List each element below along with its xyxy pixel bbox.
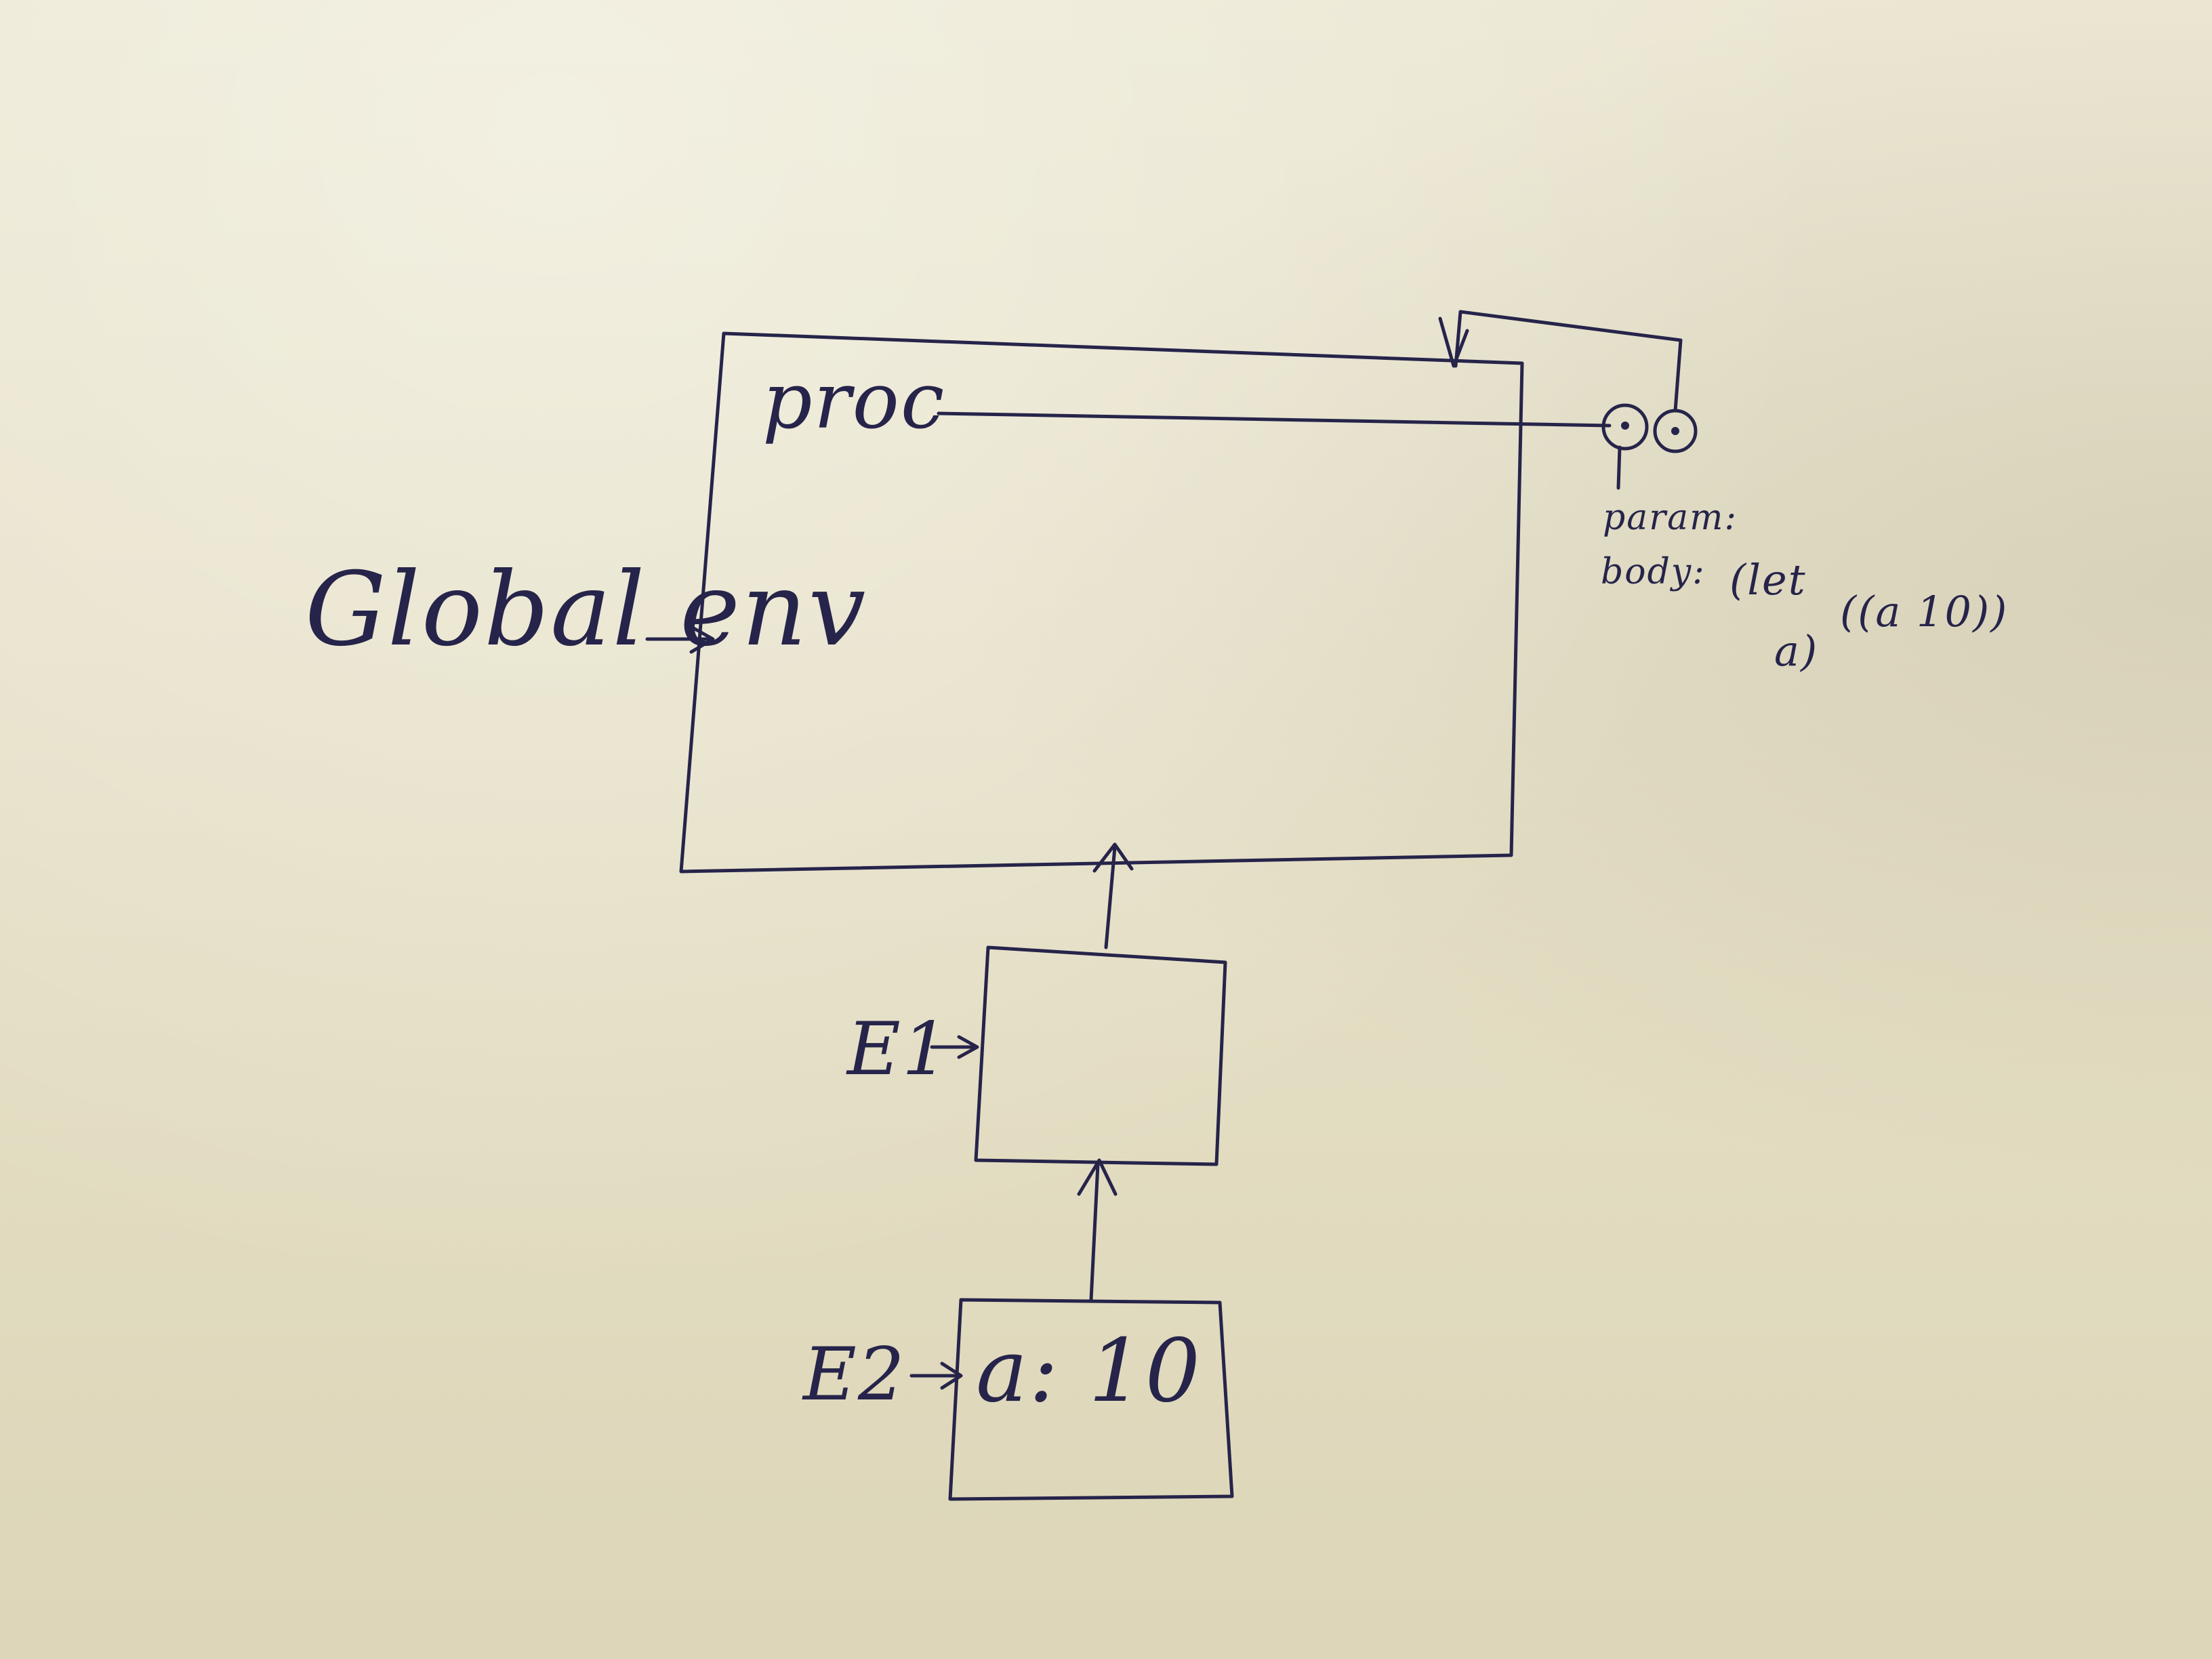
procedure-body-label: body: [1601, 552, 1706, 592]
params-dot [1621, 422, 1629, 430]
e1-parent-arrow [1092, 842, 1134, 949]
global-env-label: Global env [305, 551, 867, 669]
global-env-frame [679, 331, 1524, 874]
e1-label: E1 [847, 1007, 950, 1092]
e2-label: E2 [803, 1332, 906, 1417]
procedure-params-stem [1616, 445, 1622, 490]
procedure-body-line-1: (let [1729, 555, 1807, 605]
procedure-body-line-2: ((a 10)) [1840, 587, 2009, 636]
procedure-params-circle [1601, 403, 1649, 451]
proc-pointer-line [937, 411, 1612, 428]
e2-parent-arrow [1077, 1158, 1118, 1302]
procedure-param-label: param: [1603, 497, 1738, 538]
e2-binding-text: a: 10 [976, 1321, 1202, 1422]
env-dot [1671, 427, 1679, 435]
global-env-arrow [645, 625, 715, 654]
e2-frame [948, 1298, 1234, 1501]
procedure-body-line-3: a) [1774, 626, 1819, 676]
procedure-env-pointer [1438, 310, 1683, 413]
proc-binding-label: proc [762, 356, 946, 447]
e1-label-arrow [930, 1035, 979, 1059]
e2-label-arrow [909, 1361, 963, 1390]
e1-frame [974, 945, 1227, 1166]
